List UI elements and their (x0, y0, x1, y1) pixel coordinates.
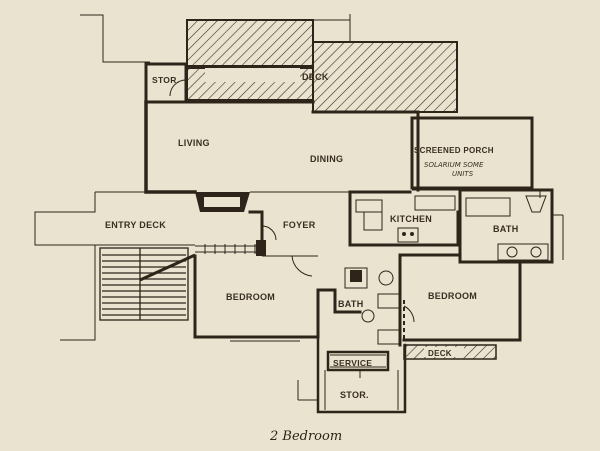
bath-right-label: BATH (493, 224, 519, 234)
living-dining-walls (144, 100, 420, 212)
screened-porch-room (410, 116, 541, 198)
kitchen-label: KITCHEN (390, 214, 432, 224)
bedroom-right-label: BEDROOM (428, 291, 477, 301)
porch-note-line1: SOLARIUM SOME (424, 161, 484, 169)
porch-note-line2: UNITS (452, 170, 474, 178)
entry-deck-label: ENTRY DECK (105, 220, 166, 230)
site-line (80, 14, 150, 63)
bath-center-label: BATH (338, 299, 364, 309)
living-label: LIVING (178, 138, 210, 148)
bath-center-room (316, 260, 402, 347)
deck-bottom-label: DECK (428, 349, 452, 358)
service-stor-area (297, 335, 407, 414)
bedroom-left-room (193, 254, 320, 342)
stor-bottom-label: STOR. (340, 390, 369, 400)
deck-top-label: DECK (302, 72, 329, 82)
deck-top-area (186, 14, 458, 113)
plan-caption: 2 Bedroom (269, 429, 342, 444)
kitchen-room (348, 190, 460, 247)
bedroom-left-label: BEDROOM (226, 292, 275, 302)
stor-top-label: STOR. (152, 75, 179, 85)
foyer-label: FOYER (283, 220, 316, 230)
service-label: SERVICE (333, 358, 372, 368)
entry-deck-area (34, 191, 262, 341)
foyer-room (248, 210, 277, 256)
dining-label: DINING (310, 154, 343, 164)
screened-porch-label: SCREENED PORCH (414, 146, 494, 155)
deck-bottom-area (403, 344, 497, 360)
bedroom-right-room (398, 253, 522, 342)
